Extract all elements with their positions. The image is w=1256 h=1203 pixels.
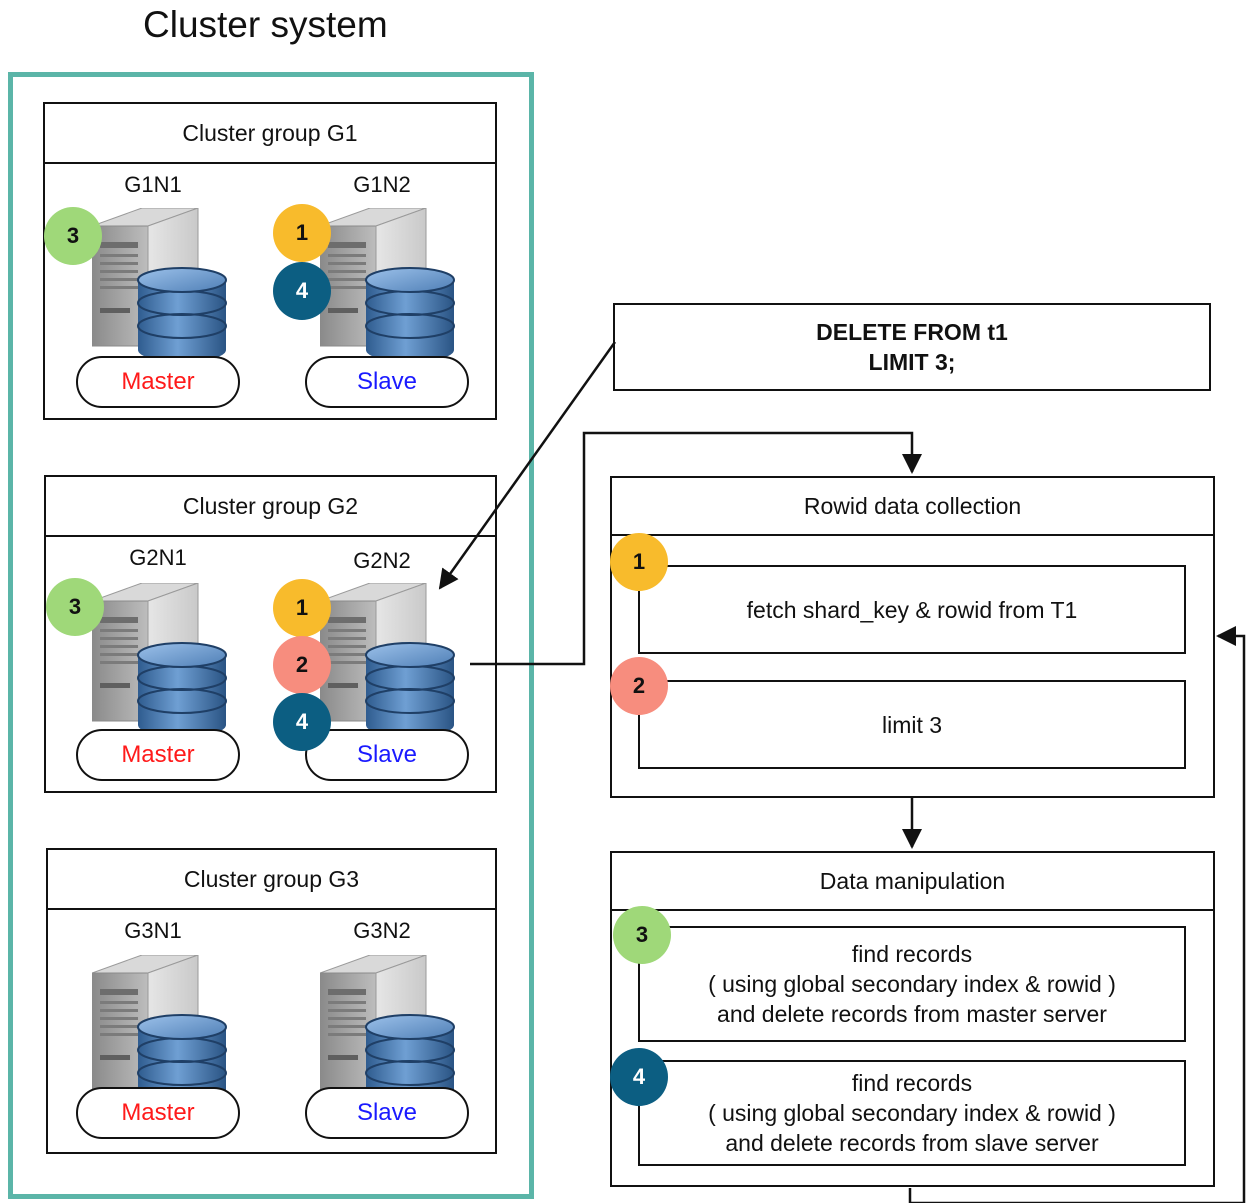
loop-back-arrow [908, 626, 1246, 1203]
step-line: ( using global secondary index & rowid ) [708, 971, 1116, 997]
node-to-rowid-arrow [470, 431, 922, 666]
step-line: and delete records from master server [717, 1001, 1107, 1027]
node-label: G1N1 [124, 172, 182, 197]
query-to-node-arrow [438, 341, 617, 590]
step-box-2: limit 3 [638, 680, 1186, 769]
step-box-3: find records ( using global secondary in… [638, 926, 1186, 1042]
slave-pill: Slave [305, 729, 469, 781]
group-header: Cluster group G3 [48, 850, 495, 910]
diagram-title: Cluster system [143, 4, 388, 45]
step-text: fetch shard_key & rowid from T1 [746, 596, 1078, 623]
step-badge-3: 3 [46, 578, 104, 636]
cluster-system-frame [8, 72, 534, 1199]
node-label: G2N2 [353, 548, 411, 573]
step-badge-1: 1 [273, 579, 331, 637]
step-badge-2: 2 [610, 657, 668, 715]
node-label: G3N1 [124, 918, 182, 943]
group-header: Cluster group G2 [46, 477, 495, 537]
slave-pill: Slave [305, 1087, 469, 1139]
step-line: ( using global secondary index & rowid ) [708, 1100, 1116, 1126]
step-badge-2: 2 [273, 636, 331, 694]
step-badge-1: 1 [273, 204, 331, 262]
step-badge-4: 4 [610, 1048, 668, 1106]
section-header: Rowid data collection [612, 478, 1213, 536]
master-pill: Master [76, 356, 240, 408]
step-badge-4: 4 [273, 693, 331, 751]
step-box-1: fetch shard_key & rowid from T1 [638, 565, 1186, 654]
node-label: G2N1 [129, 545, 187, 570]
group-header: Cluster group G1 [45, 104, 495, 164]
node-label: G1N2 [353, 172, 411, 197]
step-badge-1: 1 [610, 533, 668, 591]
sql-query-box: DELETE FROM t1 LIMIT 3; [613, 303, 1211, 391]
step-line: find records [851, 1070, 973, 1096]
step-badge-4: 4 [273, 262, 331, 320]
step-badge-3: 3 [44, 207, 102, 265]
node-label: G3N2 [353, 918, 411, 943]
slave-pill: Slave [305, 356, 469, 408]
section-title: Rowid data collection [803, 492, 1022, 519]
section-header: Data manipulation [612, 853, 1213, 911]
master-pill: Master [76, 1087, 240, 1139]
section-title: Data manipulation [819, 867, 1006, 894]
sql-line-1: DELETE FROM t1 [816, 319, 1008, 345]
step-box-4: find records ( using global secondary in… [638, 1060, 1186, 1166]
step-line: and delete records from slave server [725, 1130, 1099, 1156]
master-pill: Master [76, 729, 240, 781]
step-line: find records [851, 941, 973, 967]
step-text: limit 3 [881, 711, 943, 738]
step-badge-3: 3 [613, 906, 671, 964]
sql-line-2: LIMIT 3; [868, 349, 956, 375]
